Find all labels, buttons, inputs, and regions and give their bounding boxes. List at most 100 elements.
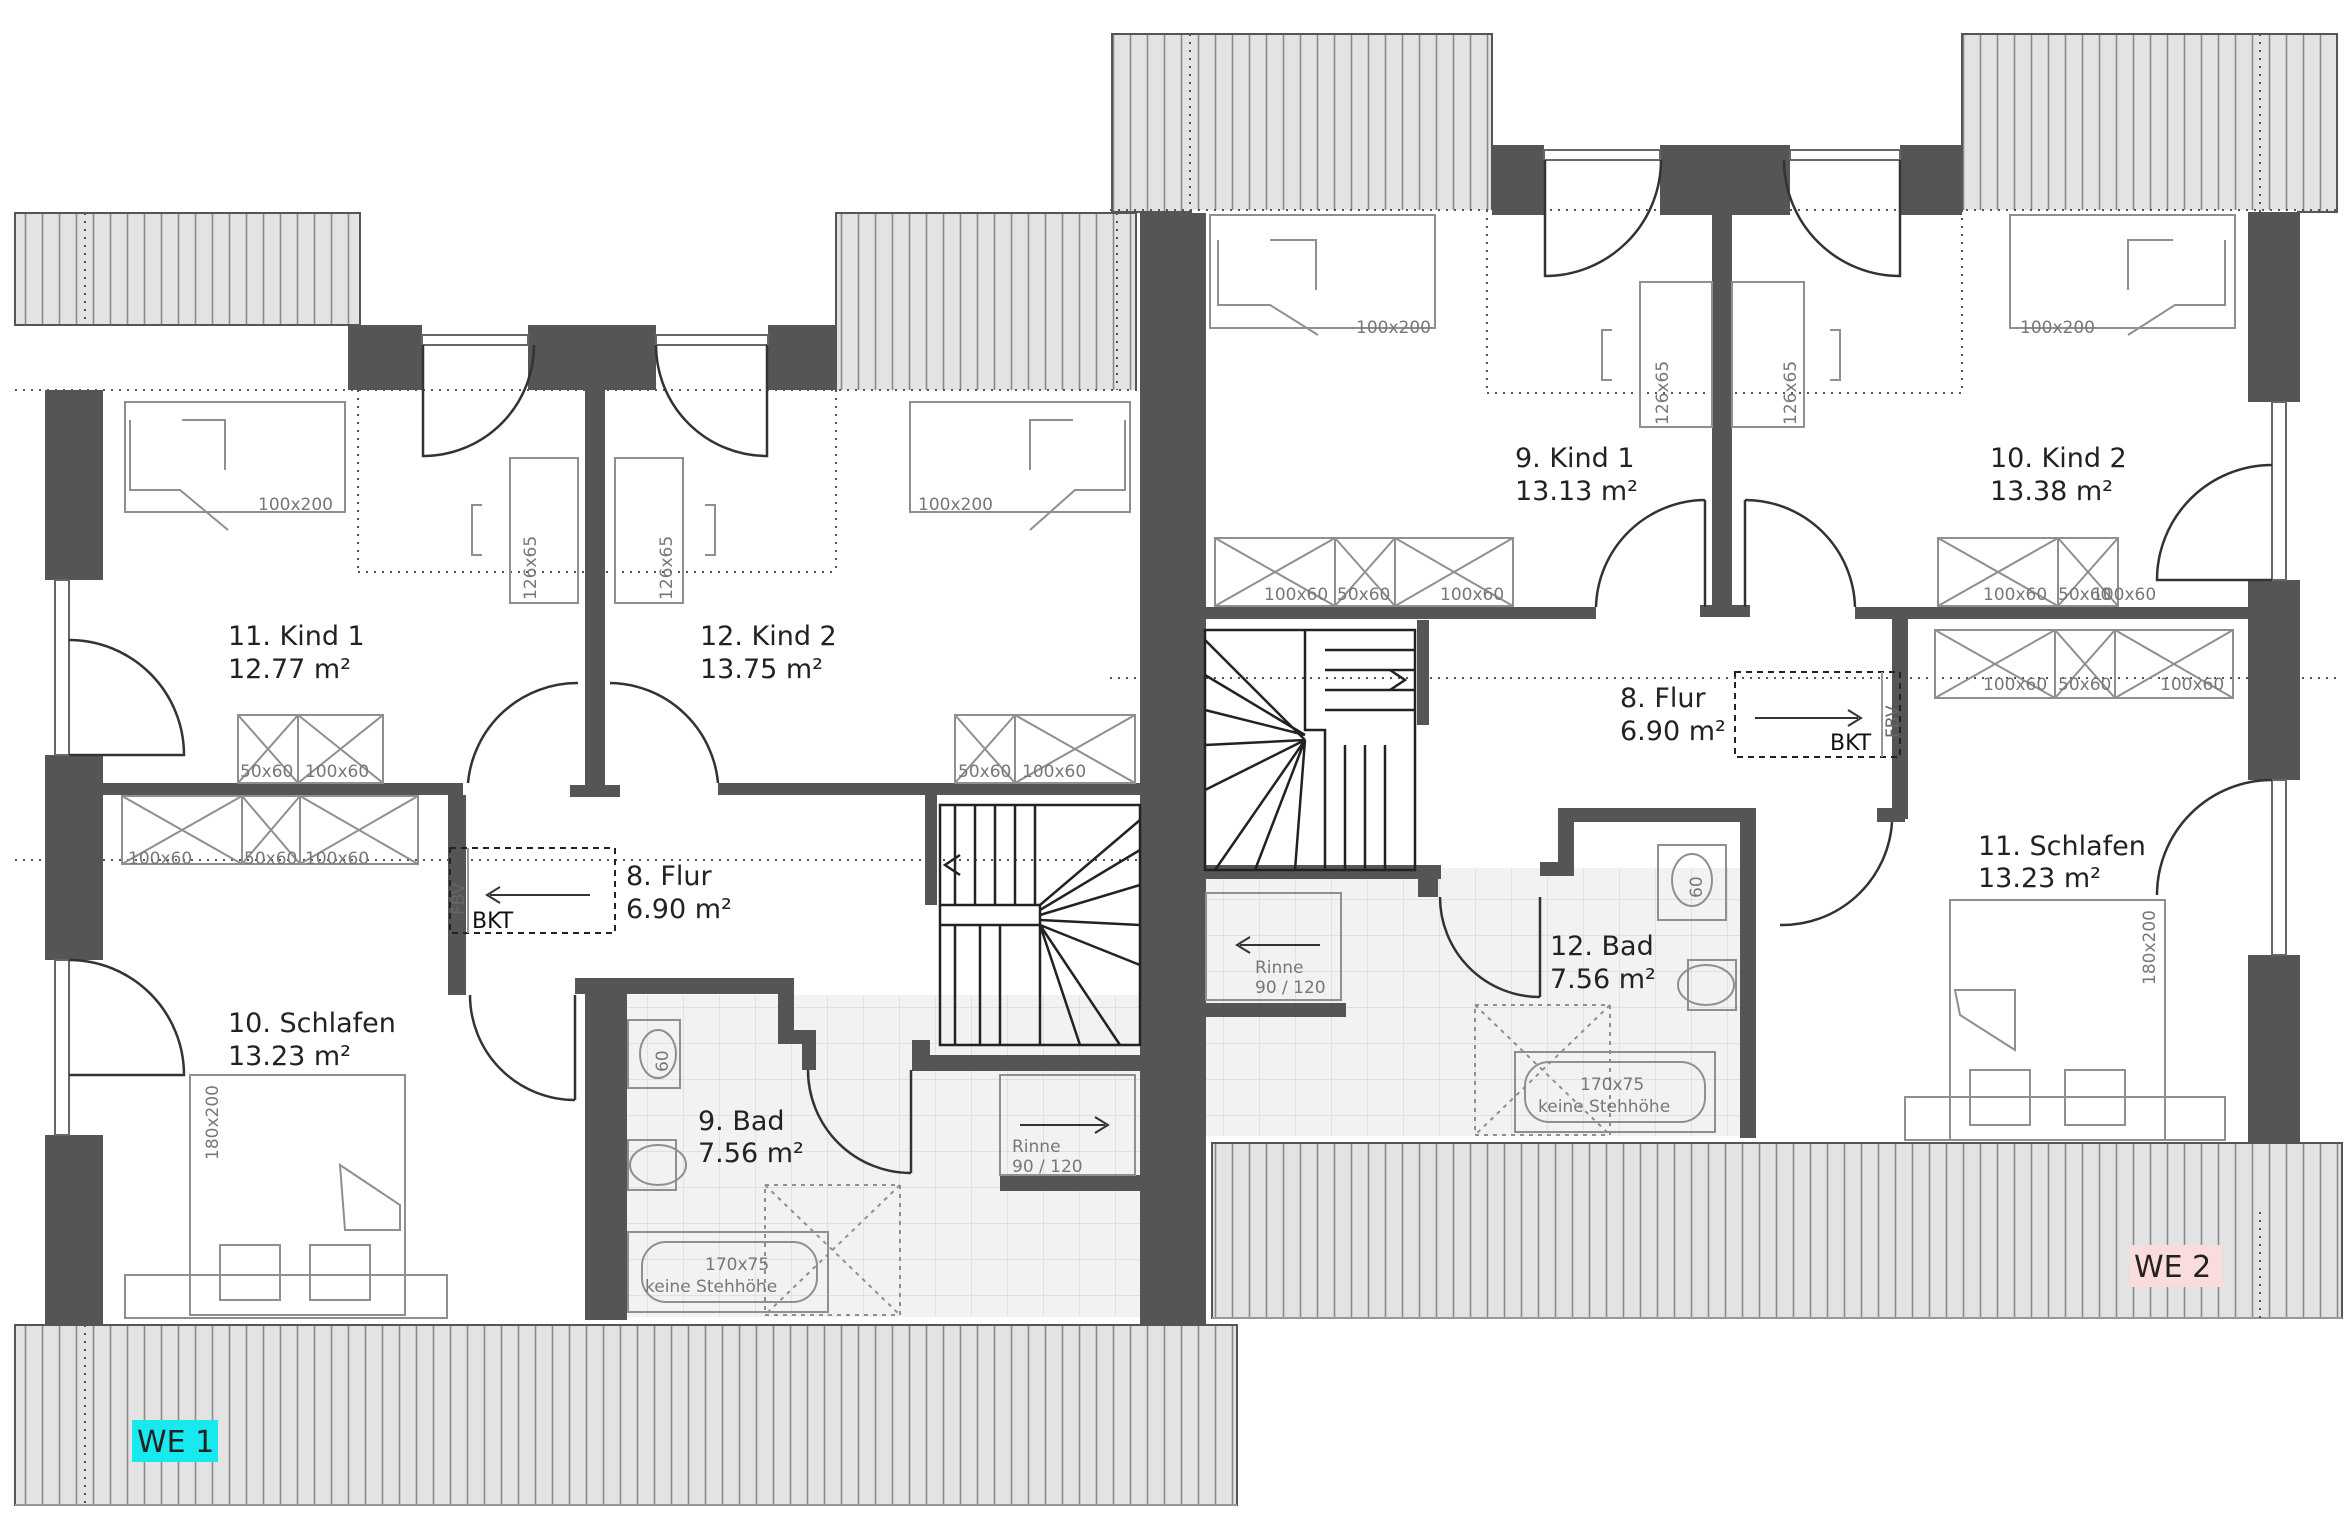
wall — [1418, 865, 1438, 897]
furniture-we1 — [121, 401, 1136, 1319]
bath-floor-we1 — [620, 995, 1145, 1317]
wall — [2248, 580, 2300, 780]
wardrobe-size: 100x60 — [1983, 675, 2047, 695]
bathtub-icon — [1514, 1051, 1716, 1133]
wardrobe-size: 50x60 — [2058, 585, 2111, 605]
wardrobe-size: 100x60 — [128, 849, 192, 869]
room-name-bad: 12. Bad — [1550, 931, 1654, 962]
wardrobe-size: 50x60 — [958, 762, 1011, 782]
room-area-bad: 7.56 m² — [1550, 964, 1656, 995]
desk-icon — [614, 457, 716, 604]
wardrobe-size: 100x60 — [1264, 585, 1328, 605]
door-swing-icon — [68, 958, 186, 1077]
roof-dormers — [14, 33, 2343, 1506]
wall — [1206, 865, 1441, 879]
sink-icon — [627, 1019, 681, 1089]
bathtub-note: keine Stehhöhe — [645, 1277, 777, 1297]
unit-badge-we1 — [132, 1420, 218, 1462]
room-name-kind1: 11. Kind 1 — [228, 621, 365, 652]
wall — [1492, 145, 1544, 215]
room-area-kind1: 12.77 m² — [228, 654, 351, 685]
bed-size: 100x200 — [1356, 318, 1431, 338]
wall — [1540, 862, 1574, 876]
wall — [1206, 1003, 1346, 1017]
room-name-flur: 8. Flur — [626, 861, 712, 892]
wall — [1565, 808, 1755, 822]
wall — [585, 978, 627, 1320]
toilet-icon — [627, 1139, 687, 1191]
door-swing-icon — [2155, 778, 2273, 896]
wardrobe-size: 100x60 — [305, 762, 369, 782]
wall — [448, 795, 466, 995]
wall — [570, 785, 620, 797]
window-icon — [54, 959, 70, 1136]
window-icon — [2271, 401, 2287, 581]
bed-size: 100x200 — [2020, 318, 2095, 338]
room-name-flur: 8. Flur — [1620, 683, 1706, 714]
furniture-we2 — [1205, 214, 2236, 1141]
room-area-flur: 6.90 m² — [1620, 716, 1726, 747]
wall — [1140, 213, 1206, 1325]
wardrobe-icon — [1934, 629, 2234, 699]
wardrobe-icon — [237, 714, 384, 784]
wall — [1206, 607, 1596, 619]
bkt-label: BKT — [472, 909, 514, 934]
room-area-schlafen: 13.23 m² — [228, 1041, 351, 1072]
room-name-schlafen: 11. Schlafen — [1978, 831, 2146, 862]
room-area-kind2: 13.75 m² — [700, 654, 823, 685]
room-area-kind2: 13.38 m² — [1990, 476, 2113, 507]
desk-icon — [471, 457, 579, 604]
fbv-label: FBV — [449, 882, 469, 915]
door-swing-icon — [609, 681, 720, 784]
room-name-kind2: 12. Kind 2 — [700, 621, 837, 652]
roof-strip — [835, 212, 1137, 392]
wall — [1000, 1175, 1140, 1191]
window-icon — [655, 334, 769, 346]
door-swing-icon — [466, 681, 579, 784]
wardrobe-size: 100x60 — [2092, 585, 2156, 605]
wall — [45, 390, 103, 580]
wardrobe-icon — [1214, 537, 1514, 607]
room-name-kind1: 9. Kind 1 — [1515, 443, 1635, 474]
room-area-kind1: 13.13 m² — [1515, 476, 1638, 507]
bkt-box — [449, 847, 616, 934]
shower-size: 90 / 120 — [1012, 1157, 1083, 1177]
wall — [103, 783, 463, 795]
wall — [925, 795, 937, 905]
wall — [575, 978, 785, 994]
unit-badge-we2 — [2130, 1245, 2222, 1287]
desk-icon — [1731, 281, 1841, 428]
room-area-bad: 7.56 m² — [698, 1138, 804, 1169]
door-swing-icon — [1779, 821, 1894, 927]
fbv-label: FBV — [1883, 705, 1903, 738]
wall — [1660, 145, 1790, 215]
shower-label: Rinne — [1255, 958, 1304, 978]
arrow-icon — [485, 886, 590, 904]
desk-size: 126x65 — [1781, 361, 1801, 425]
wall — [1740, 808, 1756, 1138]
toilet-size: 60 — [653, 1050, 673, 1072]
unit-label-we1: WE 1 — [137, 1425, 214, 1460]
roof-strip — [14, 212, 361, 326]
door-swing-icon — [1594, 498, 1706, 608]
wardrobe-size: 50x60 — [2058, 675, 2111, 695]
wall — [2248, 212, 2300, 402]
wall — [1700, 605, 1750, 617]
door-swing-icon — [1744, 498, 1857, 608]
wall — [1417, 620, 1429, 725]
wall — [1855, 607, 2248, 619]
wall — [528, 325, 656, 390]
bed-icon — [1904, 899, 2226, 1141]
wall — [2248, 955, 2300, 1143]
bed-size: 100x200 — [258, 495, 333, 515]
bathtub-size: 170x75 — [705, 1255, 769, 1275]
sink-icon — [1657, 844, 1727, 921]
labels-we1: 11. Kind 1 12.77 m² 12. Kind 2 13.75 m² … — [128, 495, 1086, 1462]
wall — [1900, 145, 1962, 215]
wardrobe-icon — [954, 714, 1136, 784]
bed-icon — [124, 1074, 448, 1319]
wall — [802, 1030, 816, 1070]
wall — [45, 1135, 103, 1325]
arrow-icon — [1755, 709, 1863, 727]
